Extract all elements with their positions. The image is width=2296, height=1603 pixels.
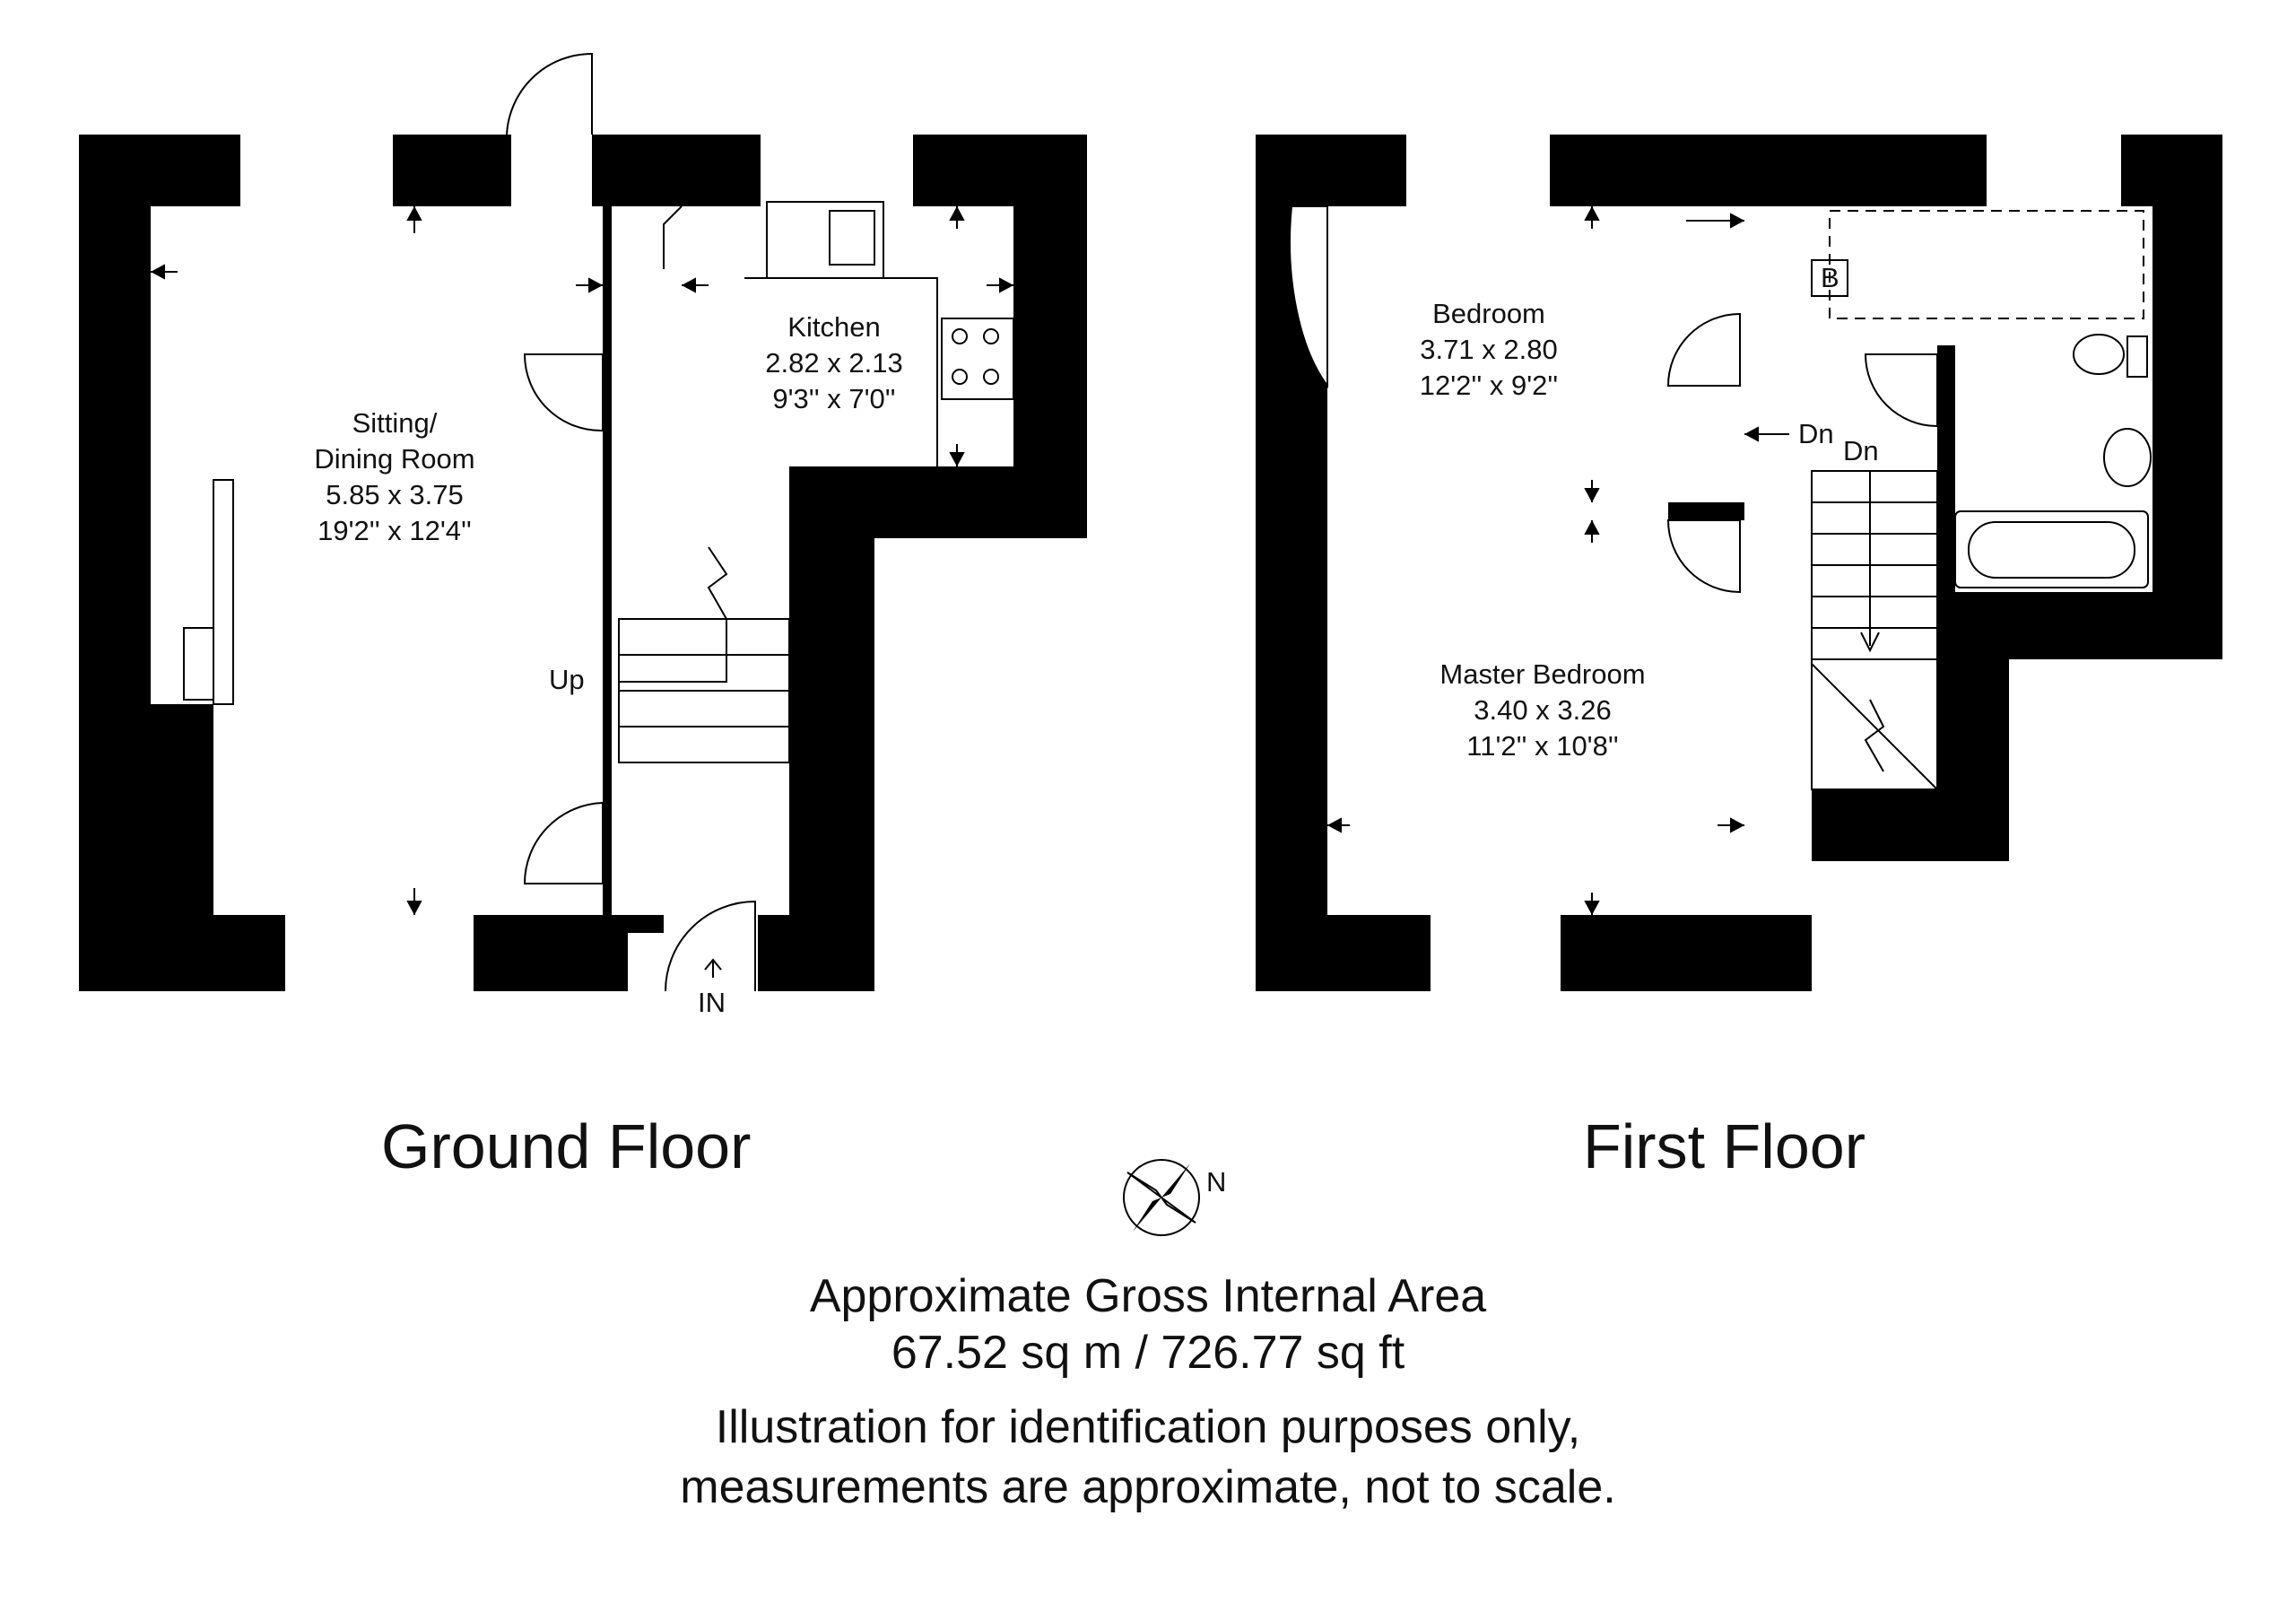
- disclaimer-line: measurements are approximate, not to sca…: [680, 1461, 1616, 1513]
- entry-gap: [664, 915, 758, 991]
- boiler-label: B: [1821, 262, 1839, 293]
- door-swing: [1666, 519, 1741, 594]
- room-name: Sitting/: [352, 407, 438, 439]
- ground-floor-walls: [79, 135, 1087, 991]
- bathroom-fittings: [1811, 210, 2152, 588]
- room-metric-size: 5.85 x 3.75: [326, 479, 464, 510]
- entry-door-swing: [665, 900, 756, 992]
- entrance-label: IN: [698, 987, 726, 1018]
- area-title: Approximate Gross Internal Area: [809, 1270, 1487, 1322]
- door-swing: [1666, 312, 1741, 387]
- room-label-master-bedroom: Master Bedroom 3.40 x 3.26 11'2'' x 10'8…: [1408, 657, 1677, 764]
- window: [240, 135, 393, 206]
- room-name: Kitchen: [787, 311, 881, 343]
- door-swing: [1864, 353, 1938, 428]
- first-floor-title: First Floor: [1583, 1111, 1866, 1181]
- room-name: Dining Room: [314, 443, 475, 475]
- stairs-up-label: Up: [549, 664, 585, 695]
- room-imperial-size: 19'2'' x 12'4'': [317, 515, 472, 546]
- room-metric-size: 3.40 x 3.26: [1474, 694, 1612, 726]
- disclaimer-line: Illustration for identification purposes…: [715, 1401, 1581, 1453]
- door-swing: [523, 353, 604, 432]
- room-imperial-size: 11'2'' x 10'8'': [1466, 730, 1619, 762]
- kitchen-units: [663, 201, 1014, 466]
- room-metric-size: 3.71 x 2.80: [1420, 334, 1558, 365]
- compass-north-label: N: [1206, 1166, 1227, 1198]
- compass-rose-icon: [1123, 1159, 1200, 1236]
- first-floor-walls: [1256, 135, 2222, 991]
- room-metric-size: 2.82 x 2.13: [765, 347, 903, 379]
- front-door-swing: [506, 52, 593, 135]
- room-name: Master Bedroom: [1439, 658, 1646, 690]
- window: [285, 915, 474, 991]
- stairs-down-label: Dn: [1798, 418, 1834, 449]
- staircase-down: [1811, 470, 1938, 790]
- dimension-arrows: [150, 205, 1014, 916]
- room-label-kitchen: Kitchen 2.82 x 2.13 9'3'' x 7'0'': [735, 309, 933, 417]
- stairs-down-label: Dn: [1843, 435, 1879, 466]
- entrance-arrow-icon: [704, 958, 722, 978]
- room-label-sitting-dining: Sitting/ Dining Room 5.85 x 3.75 19'2'' …: [287, 405, 502, 549]
- room-imperial-size: 9'3'' x 7'0'': [772, 383, 896, 414]
- room-label-bedroom: Bedroom 3.71 x 2.80 12'2'' x 9'2'': [1381, 296, 1596, 404]
- first-floor-plan: [1256, 135, 2222, 991]
- staircase-up: [618, 546, 790, 763]
- boiler-cupboard: [1812, 206, 1946, 323]
- dimension-arrows: [1326, 205, 1745, 916]
- airing-cupboard: [1650, 206, 1744, 283]
- door-swing: [1289, 205, 1328, 389]
- chimney-breast: [213, 479, 234, 705]
- window: [1987, 135, 2121, 206]
- ground-floor-plan: [79, 52, 1087, 992]
- window: [1406, 135, 1550, 206]
- room-name: Bedroom: [1432, 298, 1545, 329]
- area-value: 67.52 sq m / 726.77 sq ft: [891, 1327, 1405, 1379]
- door-swing: [523, 801, 604, 884]
- window: [1431, 915, 1561, 991]
- room-imperial-size: 12'2'' x 9'2'': [1419, 370, 1559, 401]
- window: [761, 135, 913, 206]
- ground-floor-title: Ground Floor: [381, 1111, 752, 1181]
- landing-arrow: [1744, 426, 1789, 442]
